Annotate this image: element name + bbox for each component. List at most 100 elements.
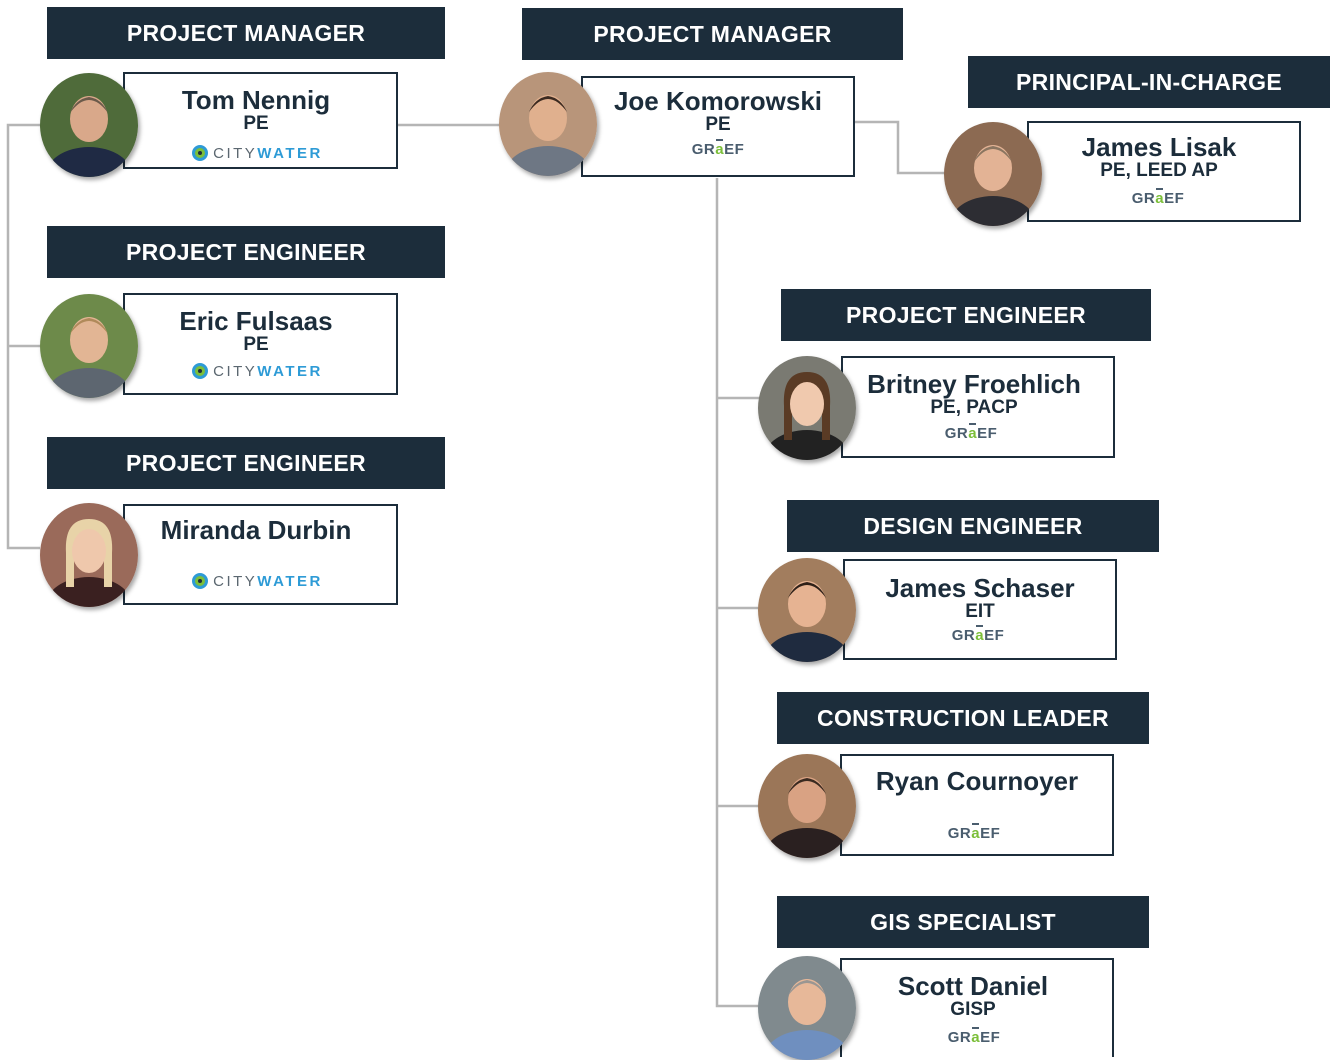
role-title: GIS SPECIALIST (870, 908, 1056, 935)
person-photo (758, 956, 856, 1060)
person-photo (40, 294, 138, 398)
person-credentials: EIT (965, 601, 995, 622)
role-bar: PROJECT ENGINEER (47, 437, 445, 489)
person-credentials: PE, PACP (930, 397, 1018, 418)
person-photo (40, 503, 138, 607)
person-credentials: PE, LEED AP (1100, 160, 1218, 181)
person-name: Scott Daniel (897, 971, 1049, 1001)
logo-city-text: CITY (213, 144, 258, 162)
person-photo (499, 72, 597, 176)
citywater-drop-icon (192, 363, 209, 379)
logo-graef-post: EF (1164, 190, 1185, 207)
person-photo (944, 122, 1042, 226)
person-photo (40, 73, 138, 177)
avatar (758, 558, 856, 662)
citywater-drop-icon (192, 145, 209, 161)
role-title: PRINCIPAL-IN-CHARGE (1016, 68, 1282, 95)
graef-logo: GRaEF (873, 1029, 1075, 1046)
role-title: PROJECT ENGINEER (126, 449, 366, 476)
person-photo (758, 356, 856, 460)
name-box (1027, 121, 1301, 222)
role-bar: PROJECT ENGINEER (47, 226, 445, 278)
avatar (40, 73, 138, 177)
name-box (123, 504, 398, 605)
person-card-james-schaser: DESIGN ENGINEER James Schaser EIT GRaEF (758, 500, 1159, 672)
citywater-logo: CITYWATER (156, 144, 358, 162)
name-box (841, 356, 1115, 458)
logo-graef-post: EF (977, 425, 998, 442)
avatar (944, 122, 1042, 226)
person-name: Britney Froehlich (867, 369, 1081, 399)
person-card-ryan-cournoyer: CONSTRUCTION LEADER Ryan Cournoyer GRaEF (758, 692, 1149, 864)
person-credentials: PE (705, 114, 731, 135)
avatar (758, 956, 856, 1060)
logo-graef-pre: GR (947, 1029, 972, 1046)
logo-water-text: WATER (257, 572, 323, 590)
person-name: Miranda Durbin (160, 515, 352, 545)
logo-graef-pre: GR (947, 825, 972, 842)
person-photo (758, 558, 856, 662)
person-card-tom-nennig: PROJECT MANAGER Tom Nennig PE CITYWATER (40, 7, 445, 179)
avatar (40, 294, 138, 398)
name-box (581, 76, 855, 177)
role-bar: CONSTRUCTION LEADER (777, 692, 1149, 744)
name-box (123, 72, 398, 169)
person-card-james-lisak: PRINCIPAL-IN-CHARGE James Lisak PE, LEED… (944, 56, 1330, 228)
logo-graef-post: EF (980, 825, 1001, 842)
role-bar: DESIGN ENGINEER (787, 500, 1159, 552)
person-credentials: PE (243, 113, 269, 134)
avatar (758, 356, 856, 460)
role-title: DESIGN ENGINEER (863, 512, 1083, 539)
logo-city-text: CITY (213, 572, 258, 590)
role-bar: PROJECT ENGINEER (781, 289, 1151, 341)
person-name: James Schaser (885, 573, 1075, 603)
role-title: CONSTRUCTION LEADER (817, 704, 1109, 731)
logo-graef-post: EF (984, 627, 1005, 644)
logo-water-text: WATER (257, 362, 323, 380)
logo-graef-pre: GR (951, 627, 976, 644)
logo-graef-post: EF (980, 1029, 1001, 1046)
graef-logo: GRaEF (1057, 190, 1259, 207)
avatar (40, 503, 138, 607)
connector-left-bracket (6, 123, 40, 550)
role-title: PROJECT MANAGER (593, 20, 832, 47)
role-bar: PROJECT MANAGER (47, 7, 445, 59)
logo-city-text: CITY (213, 362, 258, 380)
avatar (499, 72, 597, 176)
logo-water-text: WATER (257, 144, 323, 162)
role-bar: GIS SPECIALIST (777, 896, 1149, 948)
role-bar: PROJECT MANAGER (522, 8, 903, 60)
logo-graef-accent: a (968, 425, 978, 442)
role-title: PROJECT ENGINEER (846, 301, 1086, 328)
graef-logo: GRaEF (870, 425, 1072, 442)
connector-joe-james (854, 120, 945, 175)
person-credentials: GISP (950, 999, 996, 1020)
logo-graef-accent: a (715, 141, 725, 158)
person-card-britney-froehlich: PROJECT ENGINEER Britney Froehlich PE, P… (758, 289, 1151, 461)
person-card-miranda-durbin: PROJECT ENGINEER Miranda Durbin CITYWATE… (40, 437, 445, 609)
person-name: Tom Nennig (181, 85, 331, 115)
logo-graef-pre: GR (944, 425, 969, 442)
logo-graef-accent: a (975, 627, 985, 644)
logo-graef-accent: a (971, 1029, 981, 1046)
citywater-logo: CITYWATER (156, 572, 358, 590)
person-name: James Lisak (1081, 132, 1237, 162)
role-bar: PRINCIPAL-IN-CHARGE (968, 56, 1330, 108)
person-credentials: PE (243, 334, 269, 355)
person-name: Joe Komorowski (613, 86, 823, 116)
logo-graef-pre: GR (1131, 190, 1156, 207)
graef-logo: GRaEF (873, 825, 1075, 842)
role-title: PROJECT ENGINEER (126, 238, 366, 265)
citywater-logo: CITYWATER (156, 362, 358, 380)
person-card-scott-daniel: GIS SPECIALIST Scott Daniel GISP GRaEF (758, 896, 1149, 1060)
person-photo (758, 754, 856, 858)
person-card-joe-komorowski: PROJECT MANAGER Joe Komorowski PE GRaEF (499, 8, 903, 180)
person-name: Eric Fulsaas (179, 306, 333, 336)
logo-graef-accent: a (1155, 190, 1165, 207)
logo-graef-accent: a (971, 825, 981, 842)
role-title: PROJECT MANAGER (126, 19, 366, 46)
logo-graef-post: EF (724, 141, 745, 158)
person-name: Ryan Cournoyer (875, 766, 1079, 796)
graef-logo: GRaEF (617, 141, 819, 158)
